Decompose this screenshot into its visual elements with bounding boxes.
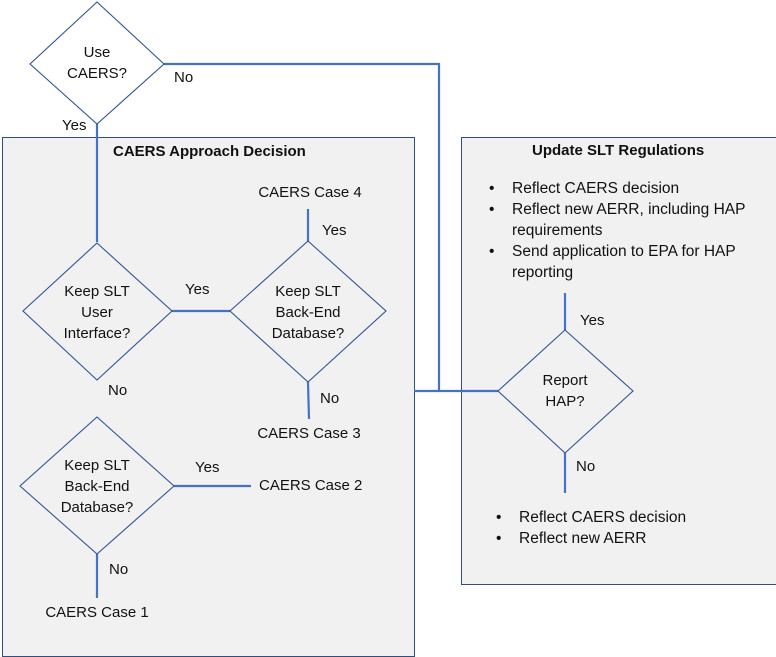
outcome-caers-case-1: CAERS Case 1 [45, 604, 149, 621]
decision-diamond-keep-ui [22, 242, 173, 381]
bullet-item: Reflect CAERS decision [493, 507, 753, 528]
outcome-caers-case-4: CAERS Case 4 [258, 184, 362, 201]
caers-approach-decision-panel [2, 137, 415, 657]
update-requirements-list: Reflect CAERS decision Reflect new AERR,… [486, 178, 766, 283]
label-report-hap-no: No [576, 458, 596, 475]
label-use-caers-yes: Yes [62, 117, 87, 134]
label-keep-db-bottom-no: No [109, 561, 129, 578]
decision-keep-ui-text: Keep SLT User Interface? [63, 283, 131, 342]
bullet-item: Send application to EPA for HAP reportin… [486, 241, 762, 283]
bullet-item: Reflect new AERR, including HAP requirem… [486, 199, 762, 241]
label-keep-db-top-no: No [320, 390, 340, 407]
decision-diamond-use-caers [29, 1, 165, 125]
label-use-caers-no: No [174, 69, 194, 86]
bullet-item: Reflect new AERR [493, 528, 753, 549]
decision-report-hap-text: Report HAP? [542, 372, 588, 410]
decision-diamond-report-hap [497, 329, 634, 454]
decision-diamond-keep-db-top [229, 240, 387, 383]
label-keep-db-bottom-yes: Yes [195, 459, 220, 476]
label-keep-db-top-yes: Yes [322, 222, 347, 239]
outcome-caers-case-2: CAERS Case 2 [259, 477, 363, 494]
label-keep-ui-yes: Yes [185, 281, 210, 298]
label-keep-ui-no: No [108, 382, 128, 399]
outcome-caers-case-3: CAERS Case 3 [257, 425, 361, 442]
decision-keep-db-top-text: Keep SLT Back-End Database? [271, 283, 345, 342]
decision-keep-db-bottom-text: Keep SLT Back-End Database? [60, 457, 134, 516]
decision-use-caers-text: Use CAERS? [66, 44, 128, 82]
panel-title-caers-approach: CAERS Approach Decision [113, 143, 306, 160]
label-report-hap-yes: Yes [580, 312, 605, 329]
connector-use-caers-no [164, 62, 441, 391]
bullet-item: Reflect CAERS decision [486, 178, 766, 199]
decision-diamond-keep-db-bottom [19, 416, 175, 555]
panel-title-update-slt: Update SLT Regulations [532, 142, 705, 159]
no-hap-requirements-list: Reflect CAERS decision Reflect new AERR [493, 507, 753, 549]
connector-keep-db-top-no [306, 381, 311, 420]
